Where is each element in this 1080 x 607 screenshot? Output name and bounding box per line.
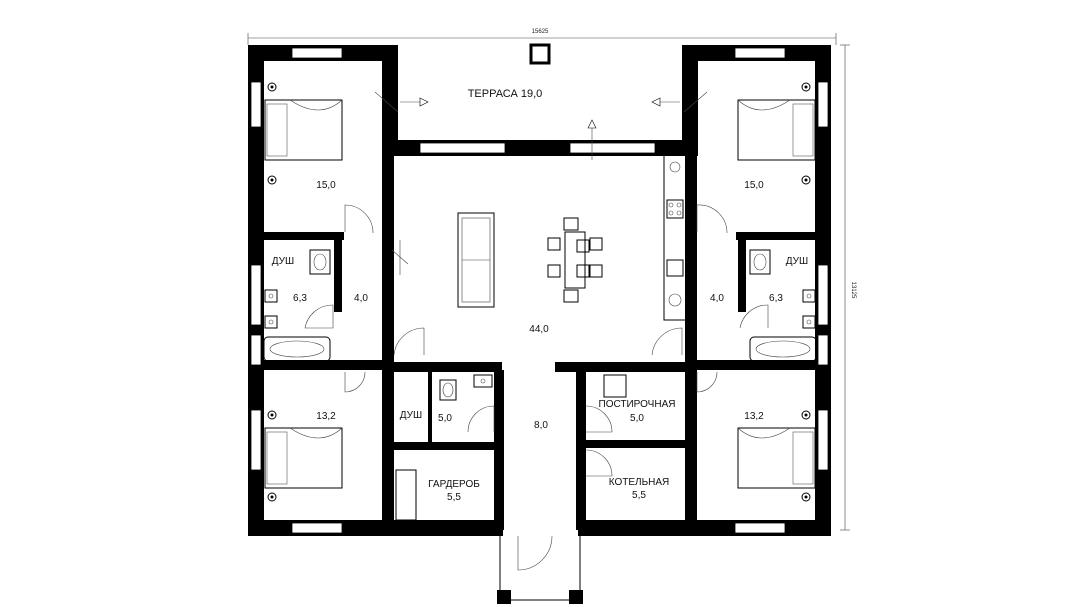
beds [264,82,816,502]
laundry-appliance [603,374,627,398]
terrace-columns [529,43,551,65]
label-laundry-area: 5,0 [630,413,644,424]
label-shower-small-area: 5,0 [438,413,452,424]
label-boiler-area: 5,5 [632,490,646,501]
label-corridor: 8,0 [534,420,548,431]
living-furniture [457,212,603,308]
bed-top-right [737,82,816,185]
label-bedroom-bottom-left: 13,2 [316,411,336,422]
doors [304,91,769,477]
width-dimension: 15625 [532,29,549,35]
room-labels: ТЕРРАСА 19,0 15,0 15,0 ДУШ 6,3 ДУШ 6,3 4… [272,88,808,503]
label-laundry: ПОСТИРОЧНАЯ [599,399,676,410]
height-dimension: 13125 [850,282,856,299]
label-shower-left: ДУШ [272,256,294,267]
label-bedroom-top-left: 15,0 [316,180,336,191]
kitchen-unit [663,154,687,321]
label-boiler: КОТЕЛЬНАЯ [609,477,670,488]
label-terrace: ТЕРРАСА 19,0 [468,88,543,100]
windows [250,47,829,534]
bed-top-left [264,82,343,185]
label-hall-right: 4,0 [710,293,724,304]
label-shower-right: ДУШ [786,256,808,267]
label-wardrobe-area: 5,5 [447,492,461,503]
direction-arrows [400,97,680,160]
bathroom-fixtures [263,249,817,401]
label-bedroom-bottom-right: 13,2 [744,411,764,422]
bed-bottom-right [737,410,816,502]
dimension-lines: 15625 13125 [247,29,856,531]
label-hall-left: 4,0 [354,293,368,304]
entrance-porch [497,535,583,604]
label-shower-small: ДУШ [400,410,422,421]
label-shower-left-area: 6,3 [293,293,307,304]
label-living: 44,0 [529,324,549,335]
label-wardrobe: ГАРДЕРОБ [428,479,480,490]
bed-bottom-left [264,410,343,502]
inner-walls [264,155,816,530]
label-bedroom-top-right: 15,0 [744,180,764,191]
wardrobe-unit [395,469,417,521]
label-shower-right-area: 6,3 [769,293,783,304]
